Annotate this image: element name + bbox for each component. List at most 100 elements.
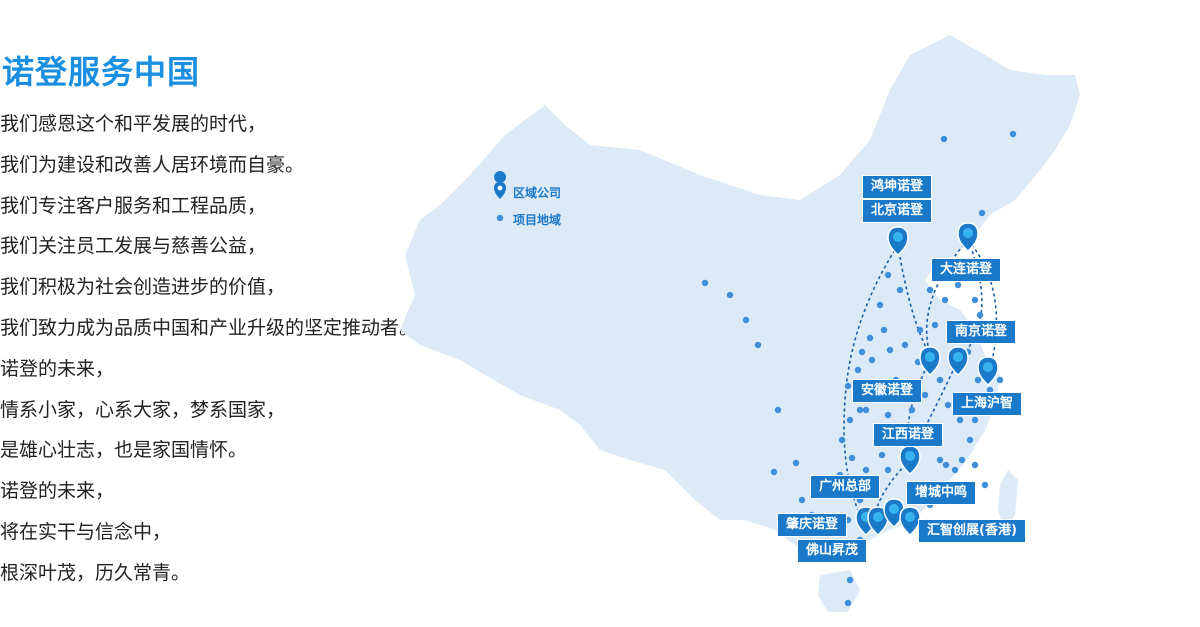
line-9: 诺登的未来， [0, 480, 115, 503]
project-dot [876, 391, 884, 399]
project-dot [866, 334, 874, 342]
map-pin-icon [957, 222, 979, 253]
project-dot [914, 358, 922, 366]
project-dot [856, 406, 864, 414]
intro-text-block: 诺登服务中国 我们感恩这个和平发展的时代， 我们为建设和改善人居环境而自豪。 我… [0, 50, 470, 594]
page-title: 诺登服务中国 [2, 53, 201, 91]
project-dot [828, 521, 836, 529]
project-dot [966, 436, 974, 444]
project-dot [770, 468, 778, 476]
label-beijing: 北京诺登 [862, 199, 933, 223]
project-dot [940, 135, 948, 143]
project-dot [754, 341, 762, 349]
project-dot [854, 366, 862, 374]
project-dot [858, 348, 866, 356]
label-foshan: 佛山昇茂 [797, 539, 868, 563]
project-dot [926, 501, 934, 509]
project-dot [792, 459, 800, 467]
label-anhui: 安徽诺登 [852, 379, 923, 403]
line-4: 我们积极为社会创造进步的价值， [0, 276, 286, 299]
map-pin-icon [919, 346, 941, 377]
project-dot [931, 321, 939, 329]
label-zhaoqing: 肇庆诺登 [777, 513, 848, 537]
project-dot [924, 436, 932, 444]
map-pin-icon [867, 506, 889, 537]
line-2: 我们专注客户服务和工程品质， [0, 194, 267, 217]
project-dot [976, 311, 984, 319]
project-dot [996, 376, 1004, 384]
project-dot [974, 376, 982, 384]
project-dot [726, 291, 734, 299]
project-dot [941, 296, 949, 304]
project-dot [956, 416, 964, 424]
project-dot [838, 551, 846, 559]
project-dot [846, 576, 854, 584]
line-10: 将在实干与信念中， [0, 520, 172, 543]
line-11: 根深叶茂，历久常青。 [0, 561, 191, 584]
label-nanjing: 南京诺登 [946, 320, 1017, 344]
label-guangzhou: 广州总部 [810, 475, 881, 499]
project-dot [742, 316, 750, 324]
project-dot [916, 326, 924, 334]
project-dot [846, 416, 854, 424]
project-dot [901, 341, 909, 349]
route-lines [843, 239, 998, 516]
line-5: 我们致力成为品质中国和产业升级的坚定推动者。 [0, 316, 419, 339]
project-dot [931, 521, 939, 529]
project-dot [862, 466, 870, 474]
project-dot [878, 451, 886, 459]
project-dot [978, 209, 986, 217]
project-dot [868, 356, 876, 364]
line-3: 我们关注员工发展与慈善公益， [0, 235, 267, 258]
label-shanghai: 上海沪智 [952, 392, 1023, 416]
mainland-shape [400, 35, 1080, 560]
map-pin-icon [977, 356, 999, 387]
map-pin-icon [899, 506, 921, 537]
label-huizhi: 汇智创展(香港) [918, 519, 1026, 543]
project-dot [908, 406, 916, 414]
project-dot [844, 599, 852, 607]
project-dot [862, 406, 870, 414]
project-dot [844, 516, 852, 524]
label-hongkun: 鸿坤诺登 [862, 175, 933, 199]
project-dot [884, 411, 892, 419]
project-dot [921, 391, 929, 399]
legend-dot-icon [496, 214, 504, 222]
project-dot [986, 406, 994, 414]
project-dot [971, 461, 979, 469]
label-jiangxi: 江西诺登 [873, 423, 944, 447]
project-dot [944, 401, 952, 409]
project-dot [936, 376, 944, 384]
project-dot [896, 286, 904, 294]
project-dot [914, 496, 922, 504]
line-8: 是雄心壮志，也是家国情怀。 [0, 439, 248, 462]
project-dot [856, 496, 864, 504]
project-dots [701, 130, 1017, 607]
project-dot [951, 466, 959, 474]
project-dot [774, 406, 782, 414]
project-dot [958, 456, 966, 464]
project-dot [901, 426, 909, 434]
project-dot [836, 471, 844, 479]
project-dot [876, 301, 884, 309]
project-dot [884, 271, 892, 279]
map-pin-icon [899, 445, 921, 476]
project-dot [838, 436, 846, 444]
line-6: 诺登的未来， [0, 357, 115, 380]
hainan-shape [818, 570, 860, 612]
legend-marker-icon [494, 171, 507, 199]
map-pin-icon [855, 506, 877, 537]
project-dot [886, 346, 894, 354]
project-dot [971, 296, 979, 304]
regional-markers [855, 222, 999, 537]
project-dot [798, 496, 806, 504]
map-pin-icon [887, 226, 909, 257]
project-dot [1009, 130, 1017, 138]
legend-project-area: 项目地域 [513, 213, 562, 227]
project-dot [926, 286, 934, 294]
project-dot [880, 326, 888, 334]
legend-regional-company: 区域公司 [513, 186, 562, 200]
project-dot [844, 382, 852, 390]
project-dot [868, 476, 876, 484]
project-dot [901, 394, 909, 402]
